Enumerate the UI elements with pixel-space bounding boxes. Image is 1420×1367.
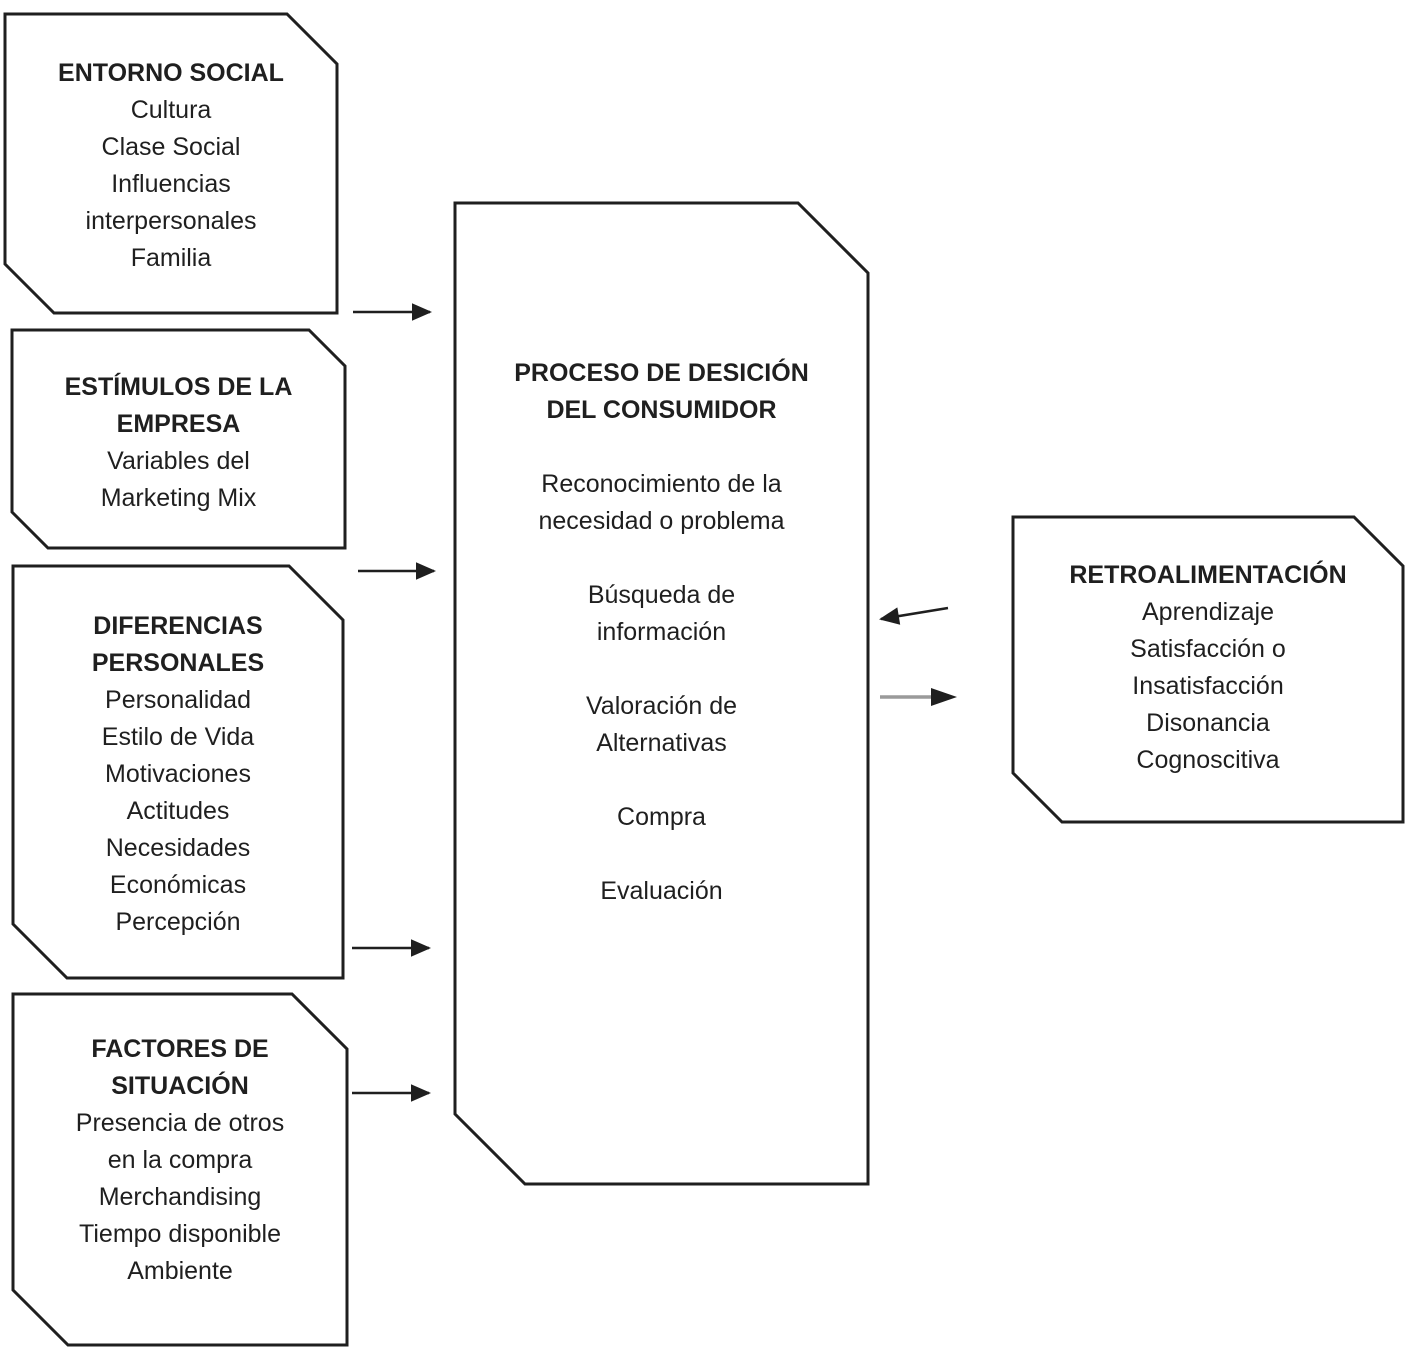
estimulos-empresa-item: Marketing Mix (100, 484, 257, 512)
retroalimentacion-box-outline (1011, 515, 1405, 824)
proceso-decision-step: Búsqueda de información (587, 581, 736, 646)
proceso-decision-box: PROCESO DE DESICIÓN DEL CONSUMIDOR Recono… (455, 355, 868, 910)
proceso-decision-title-line: DEL CONSUMIDOR (546, 396, 777, 424)
retroalimentacion-item: Disonancia (1146, 709, 1270, 737)
retroalimentacion-item: Cognoscitiva (1136, 746, 1280, 774)
entorno-social-title-line: ENTORNO SOCIAL (58, 59, 284, 87)
estimulos-empresa-title: ESTÍMULOS DE LA EMPRESA (12, 369, 345, 443)
diferencias-personales-title: DIFERENCIAS PERSONALES (13, 608, 343, 682)
retroalimentacion-title-line: RETROALIMENTACIÓN (1069, 561, 1347, 589)
estimulos-empresa-title-line: ESTÍMULOS DE LA (64, 373, 293, 401)
diferencias-personales-item: Motivaciones (105, 760, 251, 788)
entorno-social-item: Influencias (111, 170, 231, 198)
factores-situacion-item: Ambiente (127, 1257, 233, 1285)
proceso-decision-step: Evaluación (600, 877, 723, 905)
proceso-decision-step: Compra (617, 803, 706, 831)
factores-situacion-title: FACTORES DE SITUACIÓN (13, 1031, 347, 1105)
entorno-social-title: ENTORNO SOCIAL (5, 55, 337, 92)
diferencias-personales-title-line: DIFERENCIAS (93, 612, 263, 640)
diferencias-personales-item: Estilo de Vida (101, 723, 255, 751)
diferencias-personales-item: Económicas (109, 871, 247, 899)
estimulos-empresa-title-line: EMPRESA (116, 410, 241, 438)
diferencias-personales-item: Necesidades (105, 834, 251, 862)
arrow-proceso-to-retro-head (931, 688, 957, 706)
proceso-decision-box-outline (453, 201, 870, 1186)
retroalimentacion-item: Aprendizaje (1141, 598, 1275, 626)
diferencias-personales-item: Personalidad (105, 686, 251, 714)
factores-situacion-box: FACTORES DE SITUACIÓN Presencia de otros e… (13, 1031, 347, 1290)
arrow-retro-to-proceso (879, 606, 949, 625)
proceso-decision-title: PROCESO DE DESICIÓN DEL CONSUMIDOR (455, 355, 868, 429)
diferencias-personales-title-line: PERSONALES (91, 649, 265, 677)
proceso-decision-step: Valoración de Alternativas (585, 692, 738, 757)
factores-situacion-title-line: SITUACIÓN (111, 1072, 249, 1100)
proceso-decision-steps: Reconocimiento de la necesidad o problem… (455, 466, 868, 910)
factores-situacion-item: Tiempo disponible (79, 1220, 281, 1248)
diferencias-personales-item: Actitudes (126, 797, 230, 825)
factores-situacion-item: Presencia de otros (75, 1109, 285, 1137)
entorno-social-item: Cultura (130, 96, 212, 124)
estimulos-empresa-box-outline (10, 328, 347, 550)
entorno-social-item: interpersonales (85, 207, 257, 235)
factores-situacion-title-line: FACTORES DE (91, 1035, 269, 1063)
retroalimentacion-title: RETROALIMENTACIÓN (1013, 557, 1403, 594)
proceso-decision-title-line: PROCESO DE DESICIÓN (514, 359, 809, 387)
diferencias-personales-item: Percepción (115, 908, 241, 936)
diferencias-personales-box-outline (11, 564, 345, 980)
estimulos-empresa-item: Variables del (107, 447, 250, 475)
retroalimentacion-item: Insatisfacción (1132, 672, 1284, 700)
proceso-decision-step: Reconocimiento de la necesidad o problem… (538, 470, 785, 535)
entorno-social-item: Clase Social (101, 133, 241, 161)
factores-situacion-item: en la compra (107, 1146, 253, 1174)
entorno-social-box-outline (3, 12, 339, 315)
entorno-social-item: Familia (130, 244, 212, 272)
factores-situacion-item: Merchandising (98, 1183, 262, 1211)
factores-situacion-box-outline (11, 992, 349, 1347)
retroalimentacion-item: Satisfacción o (1130, 635, 1286, 663)
